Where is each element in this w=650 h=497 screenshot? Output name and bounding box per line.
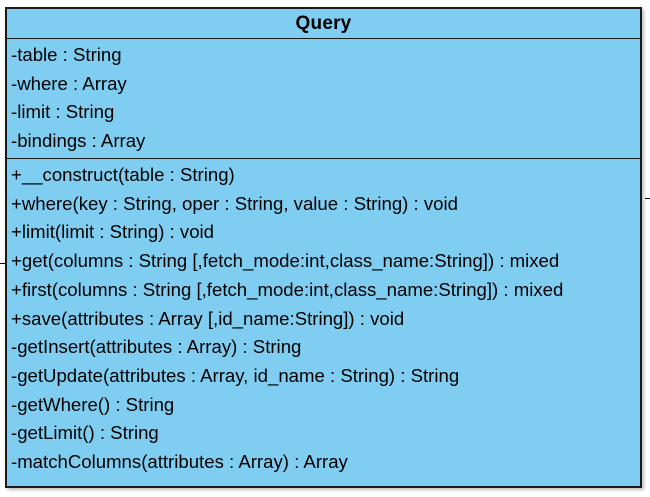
operation-match-columns: -matchColumns(attributes : Array) : Arra… (11, 451, 348, 473)
uml-class-query[interactable]: Query -table : String -where : Array -li… (5, 7, 642, 488)
operation-construct: +__construct(table : String) (11, 164, 235, 185)
attribute-bindings: -bindings : Array (11, 130, 146, 152)
operation-limit: +limit(limit : String) : void (11, 221, 215, 243)
operations-compartment: +__construct(table : String) +where(key … (7, 159, 640, 481)
attribute-limit: -limit : String (11, 101, 115, 123)
operation-get-where: -getWhere() : String (11, 393, 175, 415)
operation-get-update: -getUpdate(attributes : Array, id_name :… (11, 364, 460, 386)
operation-get-limit: -getLimit() : String (11, 422, 159, 444)
class-header: Query (7, 9, 640, 39)
class-name: Query (295, 12, 352, 34)
operation-get: +get(columns : String [,fetch_mode:int,c… (11, 250, 560, 272)
connector-line-left (0, 263, 5, 264)
attributes-compartment: -table : String -where : Array -limit : … (7, 39, 640, 159)
attribute-where: -where : Array (11, 72, 127, 94)
operation-save: +save(attributes : Array [,id_name:Strin… (11, 307, 405, 329)
operation-get-insert: -getInsert(attributes : Array) : String (11, 336, 302, 358)
operation-first: +first(columns : String [,fetch_mode:int… (11, 278, 564, 300)
attribute-table: -table : String (11, 44, 122, 65)
operation-where: +where(key : String, oper : String, valu… (11, 192, 458, 214)
connector-line-right (645, 198, 650, 199)
